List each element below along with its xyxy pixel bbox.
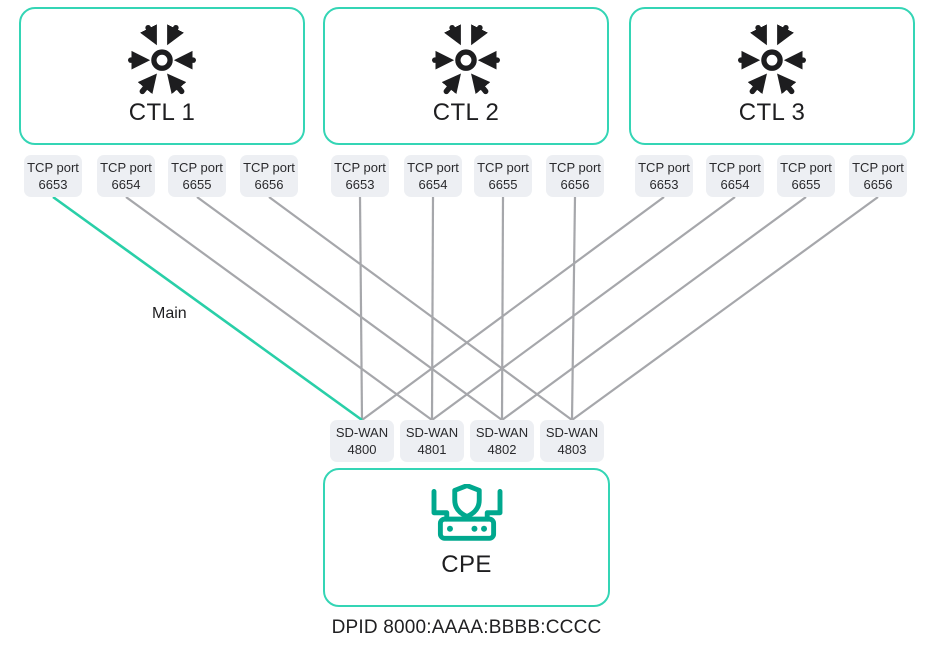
link-line xyxy=(501,196,807,421)
link-line xyxy=(571,196,879,421)
link-line xyxy=(268,196,573,421)
port-protocol: TCP port xyxy=(27,159,79,175)
port-number: 6656 xyxy=(254,177,284,192)
port-number: 6654 xyxy=(418,177,448,192)
port-protocol: TCP port xyxy=(780,159,832,175)
port-number: 6656 xyxy=(560,177,590,192)
port-number: 6656 xyxy=(863,177,893,192)
converge-arrows-icon xyxy=(125,22,199,96)
tcp-port-label: TCP port 6654 xyxy=(706,155,764,197)
port-number: 6654 xyxy=(111,177,141,192)
port-number: 4803 xyxy=(557,442,587,457)
tcp-port-label: TCP port 6653 xyxy=(635,155,693,197)
link-line xyxy=(358,196,364,421)
port-number: 6653 xyxy=(649,177,679,192)
controller-node-ctl2: CTL 2 xyxy=(323,7,609,145)
port-protocol: SD-WAN xyxy=(475,424,529,440)
tcp-port-label: TCP port 6655 xyxy=(474,155,532,197)
router-shield-icon xyxy=(424,484,510,550)
controller-label: CTL 2 xyxy=(432,99,500,126)
port-protocol: TCP port xyxy=(334,159,386,175)
link-line xyxy=(361,196,665,421)
link-line xyxy=(431,196,736,421)
main-link-label: Main xyxy=(152,305,187,322)
sdwan-port-label: SD-WAN 4803 xyxy=(540,420,604,462)
cpe-dpid-caption: DPID 8000:AAAA:BBBB:CCCC xyxy=(331,617,602,638)
link-line xyxy=(196,196,503,421)
port-protocol: TCP port xyxy=(638,159,690,175)
sdwan-port-label: SD-WAN 4800 xyxy=(330,420,394,462)
cpe-label: CPE xyxy=(441,551,492,578)
sdwan-port-label: SD-WAN 4802 xyxy=(470,420,534,462)
link-line xyxy=(500,196,505,421)
tcp-port-label: TCP port 6656 xyxy=(240,155,298,197)
port-protocol: TCP port xyxy=(549,159,601,175)
port-number: 4801 xyxy=(417,442,447,457)
tcp-port-label: TCP port 6656 xyxy=(546,155,604,197)
controller-node-ctl3: CTL 3 xyxy=(629,7,915,145)
port-number: 6655 xyxy=(791,177,821,192)
port-protocol: TCP port xyxy=(171,159,223,175)
port-protocol: TCP port xyxy=(100,159,152,175)
link-line xyxy=(125,196,433,421)
port-protocol: SD-WAN xyxy=(335,424,389,440)
link-line xyxy=(430,196,435,421)
port-protocol: TCP port xyxy=(477,159,529,175)
port-number: 4802 xyxy=(487,442,517,457)
main-link-line xyxy=(52,195,363,422)
tcp-port-label: TCP port 6655 xyxy=(168,155,226,197)
port-number: 6653 xyxy=(345,177,375,192)
port-number: 6655 xyxy=(488,177,518,192)
port-number: 6654 xyxy=(720,177,750,192)
tcp-port-label: TCP port 6653 xyxy=(331,155,389,197)
converge-arrows-icon xyxy=(735,22,809,96)
port-protocol: SD-WAN xyxy=(405,424,459,440)
port-protocol: TCP port xyxy=(407,159,459,175)
sdwan-port-label: SD-WAN 4801 xyxy=(400,420,464,462)
cpe-node: CPE xyxy=(323,468,610,607)
port-number: 6655 xyxy=(182,177,212,192)
port-protocol: TCP port xyxy=(243,159,295,175)
port-protocol: TCP port xyxy=(852,159,904,175)
converge-arrows-icon xyxy=(429,22,503,96)
controller-node-ctl1: CTL 1 xyxy=(19,7,305,145)
tcp-port-label: TCP port 6656 xyxy=(849,155,907,197)
port-protocol: SD-WAN xyxy=(545,424,599,440)
port-protocol: TCP port xyxy=(709,159,761,175)
link-line xyxy=(570,196,577,421)
tcp-port-label: TCP port 6653 xyxy=(24,155,82,197)
port-number: 4800 xyxy=(347,442,377,457)
controller-label: CTL 1 xyxy=(128,99,196,126)
tcp-port-label: TCP port 6654 xyxy=(404,155,462,197)
tcp-port-label: TCP port 6654 xyxy=(97,155,155,197)
tcp-port-label: TCP port 6655 xyxy=(777,155,835,197)
controller-label: CTL 3 xyxy=(738,99,806,126)
port-number: 6653 xyxy=(38,177,68,192)
